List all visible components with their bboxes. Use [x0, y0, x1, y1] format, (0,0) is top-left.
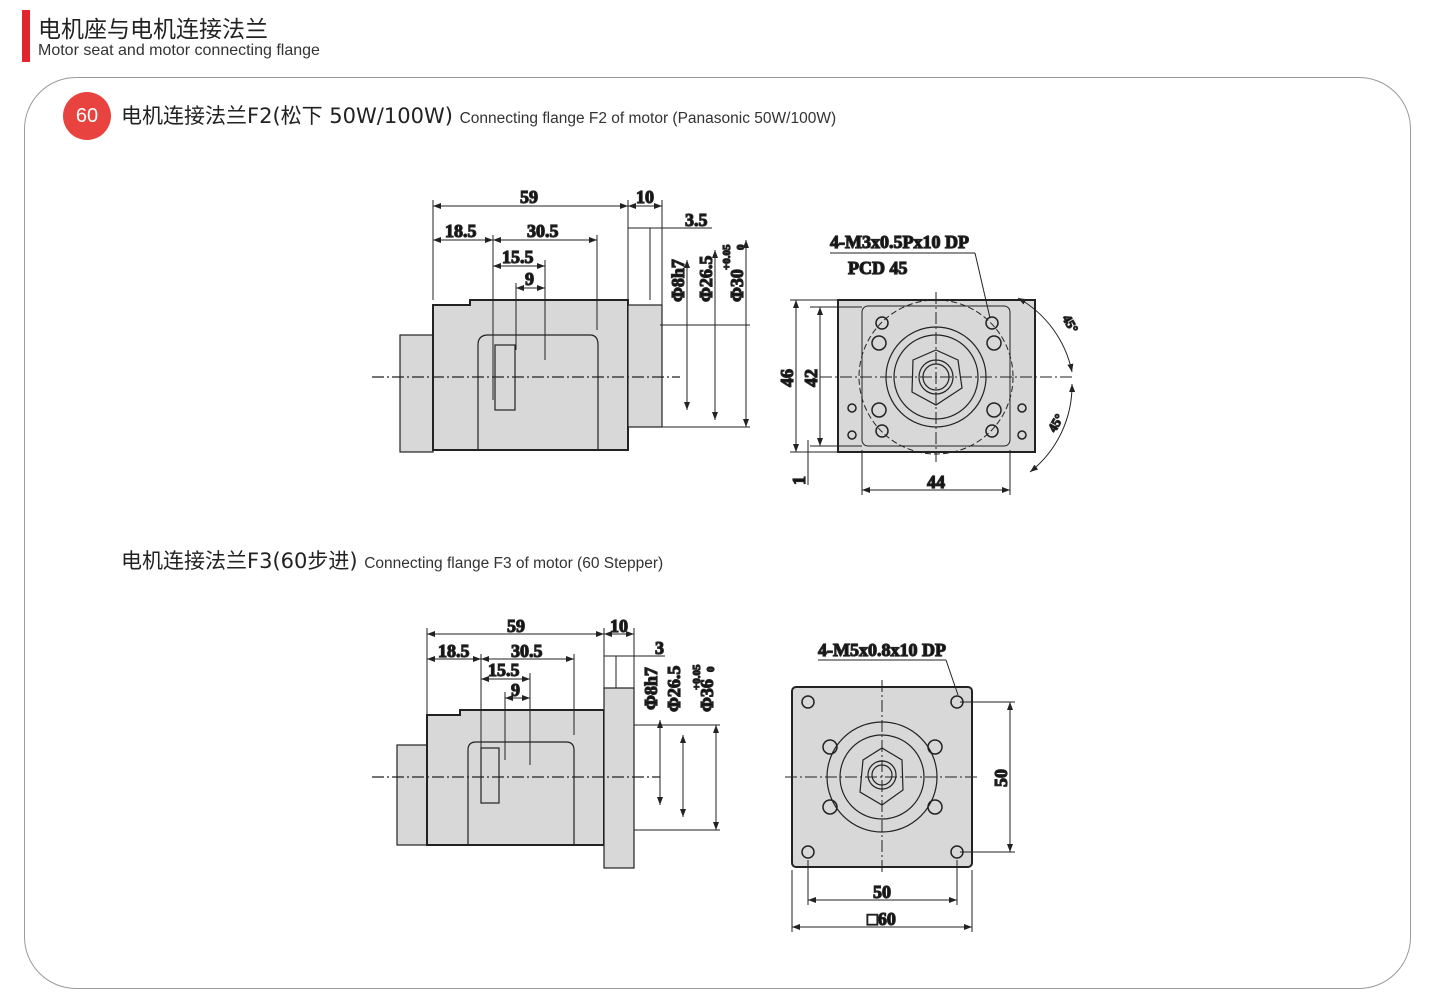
section1-title-en: Connecting flange F2 of motor (Panasonic… — [459, 110, 837, 127]
dim-59: 59 — [520, 187, 538, 207]
dim-44: 44 — [927, 472, 945, 492]
section1-heading: 电机连接法兰F2(松下 50W/100W) Connecting flange … — [121, 100, 836, 130]
dim-50-horizontal: 50 — [873, 882, 891, 902]
dim-9: 9 — [511, 680, 520, 700]
f3-side-view: 59 10 3 18.5 30.5 15.5 9 Φ8h7 Φ26.5 Φ36 … — [372, 615, 720, 869]
dim-1: 1 — [789, 476, 809, 485]
dim-phi30: Φ30 — [727, 269, 747, 302]
dim-30-5: 30.5 — [527, 221, 559, 241]
dim-phi26-5: Φ26.5 — [696, 256, 716, 302]
section-badge: 60 — [63, 92, 111, 140]
section2-title-en: Connecting flange F3 of motor (60 Steppe… — [364, 555, 664, 572]
dim-42: 42 — [801, 369, 821, 387]
section2-title-cn: 电机连接法兰F3(60步进) — [121, 549, 358, 573]
dim-18-5: 18.5 — [445, 221, 477, 241]
accent-bar — [22, 10, 30, 62]
section2-heading: 电机连接法兰F3(60步进) Connecting flange F3 of m… — [121, 545, 663, 575]
tol-upper: +0.05 — [721, 244, 733, 270]
section1-title-cn: 电机连接法兰F2(松下 50W/100W) — [121, 104, 453, 128]
dim-3: 3 — [655, 638, 664, 658]
angle-45-top: 45° — [1059, 312, 1081, 335]
dim-square-60: □60 — [867, 909, 896, 929]
dim-3-5: 3.5 — [685, 210, 708, 230]
dim-10: 10 — [636, 187, 654, 207]
dim-30-5: 30.5 — [511, 641, 543, 661]
thread-spec: 4-M5x0.8x10 DP — [818, 640, 946, 660]
tol-lower: 0 — [705, 666, 717, 672]
thread-spec: 4-M3x0.5Px10 DP — [830, 232, 969, 252]
dim-phi8: Φ8h7 — [668, 259, 688, 302]
dim-15-5: 15.5 — [502, 247, 534, 267]
dim-15-5: 15.5 — [488, 660, 520, 680]
f2-side-view: 59 10 3.5 18.5 30.5 15.5 9 Φ8h7 Φ26.5 Φ3… — [372, 186, 750, 453]
dim-46: 46 — [777, 369, 797, 387]
dim-phi36: Φ36 — [697, 679, 717, 712]
dim-10: 10 — [610, 616, 628, 636]
angle-45-bottom: 45° — [1045, 411, 1067, 434]
dim-phi8: Φ8h7 — [641, 667, 661, 710]
content-panel — [24, 77, 1411, 989]
dim-18-5: 18.5 — [438, 641, 470, 661]
page-subtitle: Motor seat and motor connecting flange — [38, 42, 320, 59]
f3-front-view: 4-M5x0.8x10 DP 50 50 □60 — [785, 639, 1015, 932]
tol-lower: 0 — [735, 244, 747, 250]
page-title: 电机座与电机连接法兰 — [38, 17, 268, 43]
f2-front-view: 4-M3x0.5Px10 DP PCD 45 46 42 1 44 45° 45… — [776, 231, 1082, 495]
dim-59: 59 — [507, 616, 525, 636]
dim-50-vertical: 50 — [991, 769, 1011, 787]
dim-phi26-5: Φ26.5 — [664, 666, 684, 712]
pcd-spec: PCD 45 — [848, 258, 908, 278]
dim-9: 9 — [525, 269, 534, 289]
tol-upper: +0.05 — [691, 664, 703, 690]
